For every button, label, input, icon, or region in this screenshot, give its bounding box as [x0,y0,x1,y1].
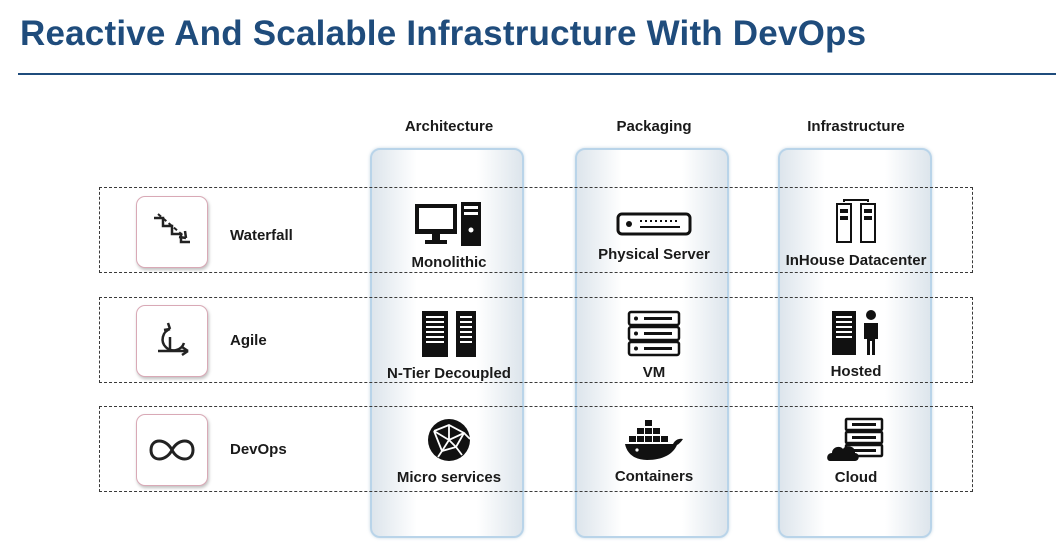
cell-label-physical-server: Physical Server [598,245,710,263]
row-frame-devops [99,406,973,492]
cell-hosted: Hosted [776,300,936,386]
row-label-agile: Agile [230,332,267,349]
cell-micro-services: Micro services [369,408,529,494]
waterfall-stairs-icon [136,196,208,268]
hosted-server-person-icon [832,309,878,355]
column-header-infrastructure: Infrastructure [807,118,905,135]
cell-label-containers: Containers [614,467,694,485]
cloud-servers-icon [827,417,884,461]
datacenter-icon [836,198,876,243]
row-frame-agile [99,297,973,383]
cell-label-inhouse-datacenter: InHouse Datacenter [785,251,927,269]
cell-label-n-tier-decoupled: N-Tier Decoupled [387,364,511,382]
cell-physical-server: Physical Server [574,192,734,278]
server-stack-icon [627,310,681,356]
cell-inhouse-datacenter: InHouse Datacenter [776,190,936,276]
cell-label-cloud: Cloud [834,468,878,486]
infinity-icon [136,414,208,486]
page-title: Reactive And Scalable Infrastructure Wit… [20,14,867,53]
row-label-waterfall: Waterfall [230,227,293,244]
cell-label-micro-services: Micro services [396,468,502,486]
row-label-devops: DevOps [230,441,287,458]
server-towers-icon [422,310,476,357]
rack-server-icon [616,212,692,235]
column-header-packaging: Packaging [616,118,692,135]
cell-cloud: Cloud [776,408,936,494]
cell-n-tier-decoupled: N-Tier Decoupled [369,302,529,388]
iteration-cycle-icon [136,305,208,377]
row-frame-waterfall [99,187,973,273]
column-header-architecture: Architecture [404,118,494,135]
cell-monolithic: Monolithic [369,192,529,278]
cell-label-vm: VM [642,363,666,381]
cell-vm: VM [574,302,734,388]
cell-containers: Containers [574,408,734,494]
cell-label-monolithic: Monolithic [411,253,487,271]
desktop-tower-icon [415,201,481,246]
title-divider [18,73,1056,75]
docker-whale-icon [625,419,683,460]
cell-label-hosted: Hosted [830,362,882,380]
network-globe-icon [428,418,471,461]
